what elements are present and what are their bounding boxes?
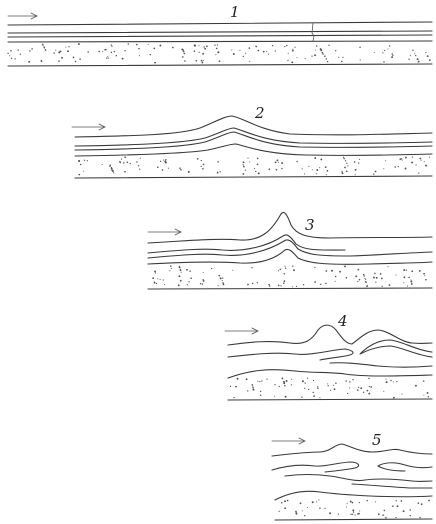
stage-3: 3 [148, 212, 432, 289]
layer-mid-4c [330, 363, 432, 367]
layer-top-3 [148, 212, 432, 243]
layer-mid-5b [378, 463, 432, 471]
layer-mid-5d [352, 484, 432, 488]
layer-mid-4b [360, 340, 432, 357]
sand-stipple [152, 265, 426, 287]
layer-base-1 [8, 41, 432, 42]
layer-base-5 [275, 491, 432, 500]
stage-2: 2 [72, 104, 432, 178]
stage-label-4: 4 [337, 312, 348, 330]
layer-bottom-5 [275, 519, 432, 520]
layer-bottom-4 [228, 399, 432, 400]
layer-mid-5a [272, 462, 359, 472]
stage-label-5: 5 [372, 431, 382, 449]
layer-base-3 [148, 249, 432, 264]
stage-4: 4 [225, 312, 432, 400]
layer-mid-1b [8, 35, 432, 37]
direction-arrow-3 [148, 229, 181, 235]
layer-mid-1a [8, 31, 432, 33]
layer-base-2 [75, 144, 432, 156]
sand-stipple [278, 499, 430, 518]
layer-bottom-3 [148, 288, 432, 289]
direction-arrow-4 [225, 328, 258, 334]
layer-top-1 [8, 22, 432, 25]
stage-1: 1 [7, 3, 432, 66]
layer-top-5 [272, 444, 432, 456]
layer-mid-3b [148, 240, 432, 258]
layer-base-4 [228, 370, 432, 378]
stage-label-3: 3 [305, 216, 315, 234]
stage-5: 5 [272, 431, 432, 520]
layer-top-4 [228, 325, 432, 345]
layer-top-2 [75, 116, 432, 137]
stage-label-1: 1 [230, 3, 240, 21]
layer-mid-4a [228, 349, 353, 360]
layer-mid-5c [285, 475, 432, 482]
layer-mid-2a [75, 128, 432, 146]
direction-arrow-1 [8, 13, 37, 19]
sand-stipple [230, 377, 429, 398]
sand-stipple [78, 156, 430, 175]
direction-arrow-2 [72, 124, 105, 130]
sand-stipple [7, 43, 430, 63]
stage-label-2: 2 [254, 104, 265, 122]
direction-arrow-5 [272, 438, 305, 444]
layer-bottom-1 [8, 64, 432, 66]
layer-bottom-2 [75, 176, 432, 178]
